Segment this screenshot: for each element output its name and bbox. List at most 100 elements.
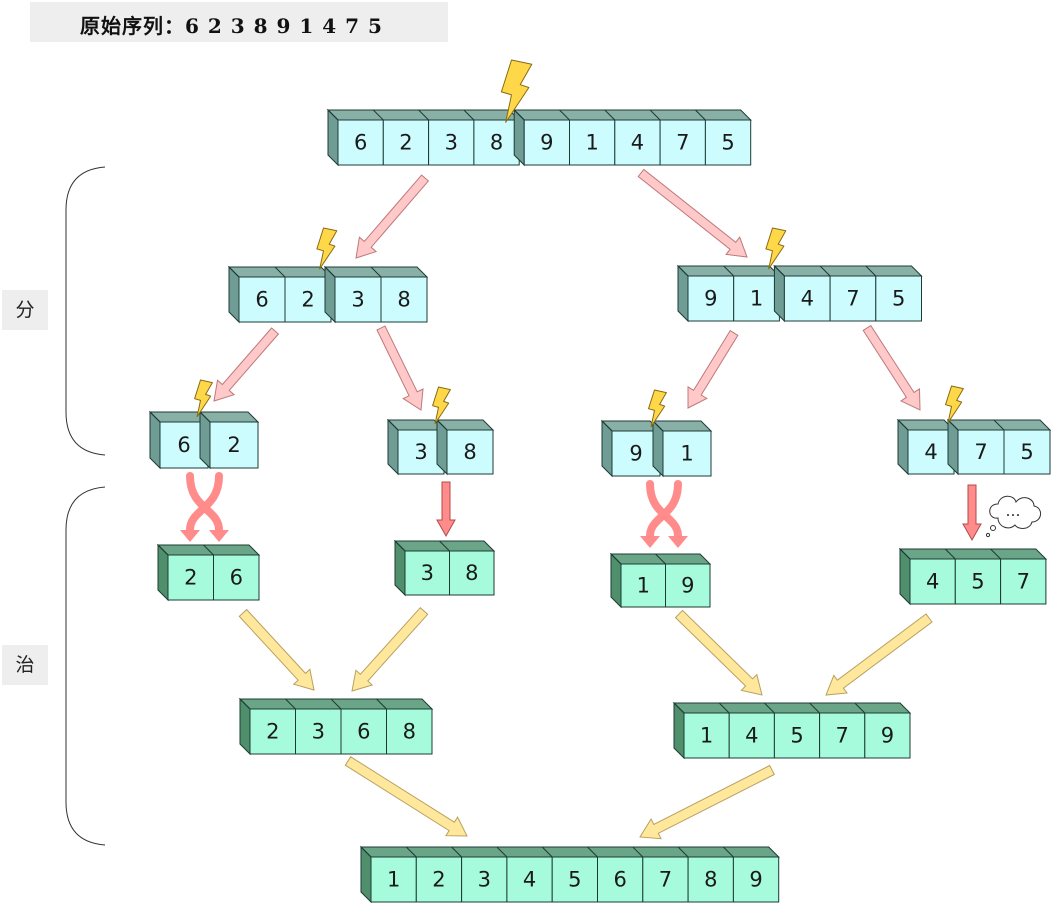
array-cell [404,550,450,596]
array-cell [732,856,780,903]
cell-top-edge [463,109,475,121]
merge-arrow [825,613,933,696]
cell-value: 7 [846,287,859,311]
thought-cloud: … [985,495,1041,538]
cell-value: 2 [184,566,197,590]
cell-top-edge [947,419,959,431]
array-cell [659,119,706,166]
array-cell [284,276,332,323]
cell-top-edge [718,702,730,714]
cell-value: 3 [478,868,491,892]
cell-top-edge [854,702,866,714]
cell-top-edge [418,109,429,121]
array-cell [397,429,445,475]
array-cell [461,856,508,903]
cell-top-edge [990,548,1001,560]
merge-arrow [238,608,315,691]
cell-top-edge [387,419,399,431]
sort-arrow [436,481,456,538]
array-cell [428,119,475,166]
cell-value: 3 [351,288,364,312]
array-group: 6 [148,410,210,470]
cell-value: 8 [463,440,476,464]
cell-value: 1 [637,574,650,598]
array-cell [907,429,955,475]
box-top [672,702,912,714]
cell-value: 4 [926,570,939,594]
array-cell [909,558,956,605]
cell-value: 2 [432,868,445,892]
cell-value: 1 [700,724,713,748]
cell-value: 9 [629,442,642,466]
cell-value: 5 [568,868,581,892]
cell-top-edge [330,698,342,710]
cell-top-edge [601,420,613,432]
cell-top-edge [274,266,286,278]
array-cell [569,119,616,166]
cell-top-edge [944,548,956,560]
cell-value: 3 [414,440,427,464]
cell-top-edge [149,411,161,423]
array-cell [704,119,752,166]
split-arrow [213,327,280,402]
split-arrow [687,329,739,409]
divide-label: 分 [2,290,48,330]
array-cell [642,856,689,903]
cell-top-edge [677,846,689,858]
cell-value: 6 [177,433,190,457]
array-cell [687,275,735,322]
cell-top-edge [655,553,666,565]
cell-top-edge [199,411,211,423]
array-cell [382,119,430,166]
cell-value: 4 [631,131,644,155]
cell-top-edge [451,846,462,858]
cell-value: 1 [387,868,400,892]
cell-top-edge [993,419,1005,431]
cell-value: 8 [490,131,503,155]
swap-head [640,536,660,548]
cell-top-edge [157,544,169,556]
cell-value: 8 [397,288,410,312]
array-cell [449,550,495,596]
cell-top-edge [513,109,525,121]
array-cell [614,119,661,166]
array-cell [209,421,259,469]
cell-value: 2 [399,131,412,155]
cell-top-edge [436,419,448,431]
array-cell [506,856,553,903]
lightning-icon [194,379,213,418]
array-cell [957,429,1005,475]
conquer-label: 治 [2,645,48,685]
cell-value: 6 [255,288,268,312]
array-cell [954,558,1002,605]
array-group: 4 [896,418,956,476]
cell-value: 6 [230,566,243,590]
array-cell [733,275,780,322]
cell-top-edge [496,846,508,858]
lightning-icon [432,386,451,425]
merge-arrow [639,764,775,840]
array-cell [665,563,711,608]
cell-value: 5 [1020,440,1033,464]
cell-top-edge [677,265,689,277]
cell-top-edge [405,846,417,858]
cell-top-edge [774,265,785,277]
box-top [512,109,752,121]
array-cell [687,856,734,903]
cell-top-edge [764,702,775,714]
array-cell [829,275,877,322]
cell-value: 3 [421,561,434,585]
